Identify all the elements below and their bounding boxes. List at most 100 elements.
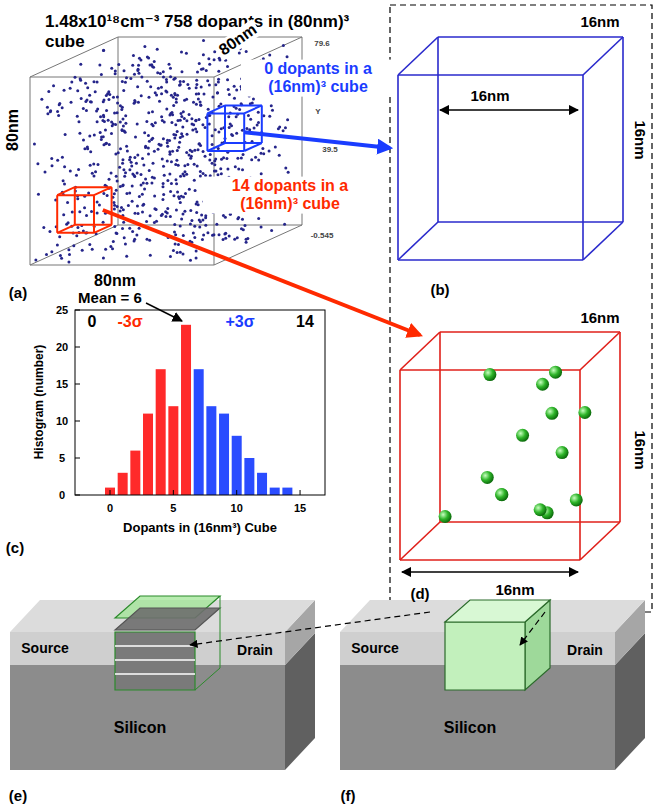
dopant-dot: [176, 130, 179, 133]
tick-label: 15: [56, 378, 68, 391]
dopant-dot: [194, 119, 197, 122]
dopant-dot: [201, 218, 204, 221]
dopant-dot: [283, 223, 286, 226]
dopant-dot: [162, 182, 165, 185]
dashed-frame: [390, 5, 652, 612]
dashed-leader: [520, 612, 545, 645]
dopant-dot: [114, 123, 117, 126]
dopant-dot: [271, 109, 274, 112]
dopant-dot: [114, 72, 117, 75]
region-label: Source: [351, 640, 398, 656]
dopant-dot: [169, 75, 172, 78]
dopant-dot: [193, 149, 196, 152]
histogram: [75, 310, 325, 495]
dopant-dot: [185, 52, 188, 55]
dopant-dot: [51, 164, 54, 167]
dopant-dot: [108, 178, 111, 181]
dopant-dot: [69, 87, 72, 90]
dopant-dot: [159, 72, 162, 75]
dopant-dot: [202, 39, 205, 42]
dopant-dot: [252, 97, 255, 100]
dopant-dot: [286, 118, 289, 121]
dopant-dot: [177, 146, 180, 149]
dopant-dot: [270, 229, 273, 232]
dopant-dot: [90, 101, 93, 104]
dopant-dot: [102, 192, 105, 195]
dopant-dot: [218, 233, 221, 236]
dopant-dot: [61, 156, 64, 159]
dopant-dot: [162, 70, 165, 73]
sub-cube: [94, 225, 112, 233]
dopant-dot: [67, 260, 70, 263]
dopant-dot: [165, 81, 168, 84]
tick: [75, 421, 80, 422]
dopant-dot: [61, 106, 64, 109]
dopant-dot: [124, 114, 127, 117]
dopant-dot: [235, 88, 238, 91]
dopant-dot: [247, 114, 250, 117]
dopant-dot: [242, 153, 245, 156]
dopant-dot: [102, 49, 105, 52]
dopant-dot: [122, 124, 125, 127]
dopant-dot: [129, 77, 132, 80]
dopant-dot: [245, 241, 248, 244]
dopant-dot: [227, 115, 230, 118]
dopant-dot: [121, 162, 124, 165]
dopant-dot: [157, 148, 160, 151]
dopant-dot: [186, 133, 189, 136]
dopant-dot: [107, 119, 110, 122]
histogram-bar: [105, 488, 115, 495]
dopant-dot: [96, 163, 99, 166]
dopant-dot: [178, 84, 181, 87]
dopant-dot: [50, 250, 53, 253]
dopant-dot: [137, 64, 140, 67]
dopant-dot: [107, 98, 110, 101]
dopant-dot: [174, 178, 177, 181]
dopant-dot: [180, 50, 183, 53]
panel-label: (e): [9, 787, 27, 804]
dopant-dot: [240, 156, 243, 159]
cube-edge: [30, 225, 118, 265]
dopant-dot: [34, 259, 37, 262]
dopant-dot: [195, 79, 198, 82]
dopant-dot: [165, 91, 168, 94]
dopant-dot: [176, 190, 179, 193]
dopant-dot: [142, 203, 145, 206]
dopant-dot: [253, 126, 256, 129]
sub-cube: [261, 105, 263, 143]
dopant-dot: [179, 201, 182, 204]
dopant-dot: [49, 110, 52, 113]
dopant-dot: [213, 58, 216, 61]
tick: [75, 310, 80, 311]
dopant-dot: [201, 238, 204, 241]
dopant-dot: [64, 133, 67, 136]
range-label: 0: [88, 313, 97, 331]
dopant-dot: [160, 115, 163, 118]
dopant-dot: [217, 70, 220, 73]
dopant-dot: [105, 109, 108, 112]
dopant-dot: [278, 154, 281, 157]
gate-block: [445, 622, 525, 690]
dopant-dot: [217, 78, 220, 81]
dopant-dot: [161, 198, 164, 201]
dopant-dot: [131, 64, 134, 67]
dopant-dot: [76, 89, 79, 92]
layer-line: [115, 645, 195, 647]
dopant-dot: [234, 165, 237, 168]
sub-cube: [207, 105, 225, 113]
dopant-dot: [119, 104, 122, 107]
dopant-dot: [238, 108, 241, 111]
dopant-dot: [162, 165, 165, 168]
dopant-dot: [225, 157, 228, 160]
dopant-dot: [112, 240, 115, 243]
dopant-dot: [137, 72, 140, 75]
dopant-dot: [50, 157, 53, 160]
dopant-dot: [222, 238, 225, 241]
dopant-dot: [182, 234, 185, 237]
tick-label: 25: [56, 304, 68, 317]
tick-label: 5: [59, 452, 65, 465]
dopant-dot: [189, 259, 192, 262]
dopant-dot: [143, 188, 146, 191]
dopant-dot: [116, 180, 119, 183]
dopant-dot: [226, 78, 229, 81]
